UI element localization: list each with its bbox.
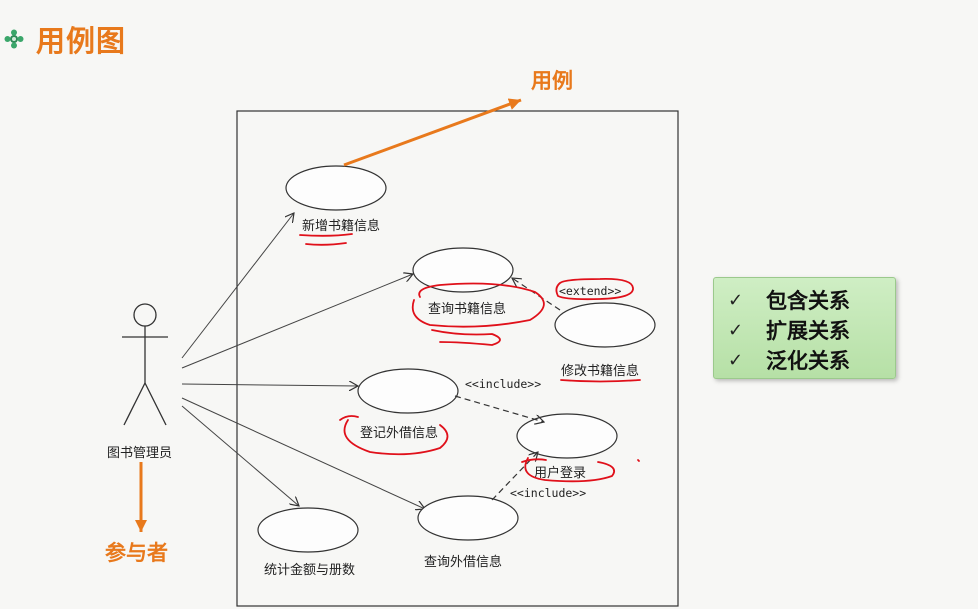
use-case-callout-arrow: [343, 98, 522, 167]
use-case-stats: [257, 507, 359, 553]
actor-label: 图书管理员: [107, 446, 172, 461]
use-case-user-login: [516, 413, 618, 459]
assoc-register-borrow: [181, 384, 358, 386]
underline-modify-book: [560, 379, 641, 383]
circle-query-book: [411, 282, 545, 328]
use-case-query-book: [412, 247, 514, 293]
use-case-register-borrow: [357, 368, 459, 414]
include-stereotype-1: <<include>>: [465, 377, 541, 391]
relation-item: ✓ 包含关系: [728, 285, 895, 315]
handwritten-annotations: [299, 233, 641, 483]
extend-stereotype: <extend>>: [559, 284, 621, 298]
check-icon: ✓: [728, 289, 744, 311]
assoc-stats: [181, 405, 299, 506]
relation-label: 泛化关系: [766, 349, 850, 373]
label-user-login: 用户登录: [534, 465, 586, 481]
use-case-callout-label: 用例: [531, 69, 573, 93]
title-bar: 用例图: [4, 18, 126, 60]
include-stereotype-2: <<include>>: [510, 486, 586, 500]
actor-callout-label: 参与者: [105, 541, 168, 565]
underline-add-book: [299, 233, 353, 237]
circle-register-borrow: [343, 419, 449, 456]
label-stats: 统计金额与册数: [264, 562, 355, 578]
system-boundary: [236, 110, 679, 607]
circle-user-login-tail: [521, 458, 547, 463]
relation-label: 包含关系: [766, 289, 850, 313]
assoc-add-book: [181, 213, 294, 359]
relation-label: 扩展关系: [766, 319, 850, 343]
label-register-borrow: 登记外借信息: [360, 425, 438, 441]
extend-relation: [512, 278, 561, 311]
actor-figure: [122, 303, 168, 426]
check-icon: ✓: [728, 349, 744, 371]
flower-icon: [4, 29, 24, 49]
underline-add-book-2: [305, 242, 347, 246]
relations-box: ✓ 包含关系 ✓ 扩展关系 ✓ 泛化关系: [713, 277, 896, 379]
relation-item: ✓ 扩展关系: [728, 315, 895, 345]
relation-item: ✓ 泛化关系: [728, 345, 895, 375]
dot-mark: [637, 459, 640, 462]
label-query-book: 查询书籍信息: [428, 301, 506, 317]
label-modify-book: 修改书籍信息: [561, 363, 639, 379]
label-add-book: 新增书籍信息: [302, 218, 380, 234]
assoc-query-book: [181, 274, 413, 369]
squiggle-query-book: [431, 329, 501, 346]
assoc-query-borrow: [181, 397, 425, 509]
check-icon: ✓: [728, 319, 744, 341]
include-relation-1: [454, 395, 544, 422]
circle-register-tail: [339, 415, 359, 421]
circle-user-login: [524, 457, 616, 483]
page-title: 用例图: [36, 24, 127, 58]
label-query-borrow: 查询外借信息: [424, 554, 502, 570]
use-case-add-book: [285, 165, 387, 211]
use-case-modify-book: [554, 302, 656, 348]
circle-extend: [555, 278, 634, 301]
use-case-query-borrow: [417, 495, 519, 541]
